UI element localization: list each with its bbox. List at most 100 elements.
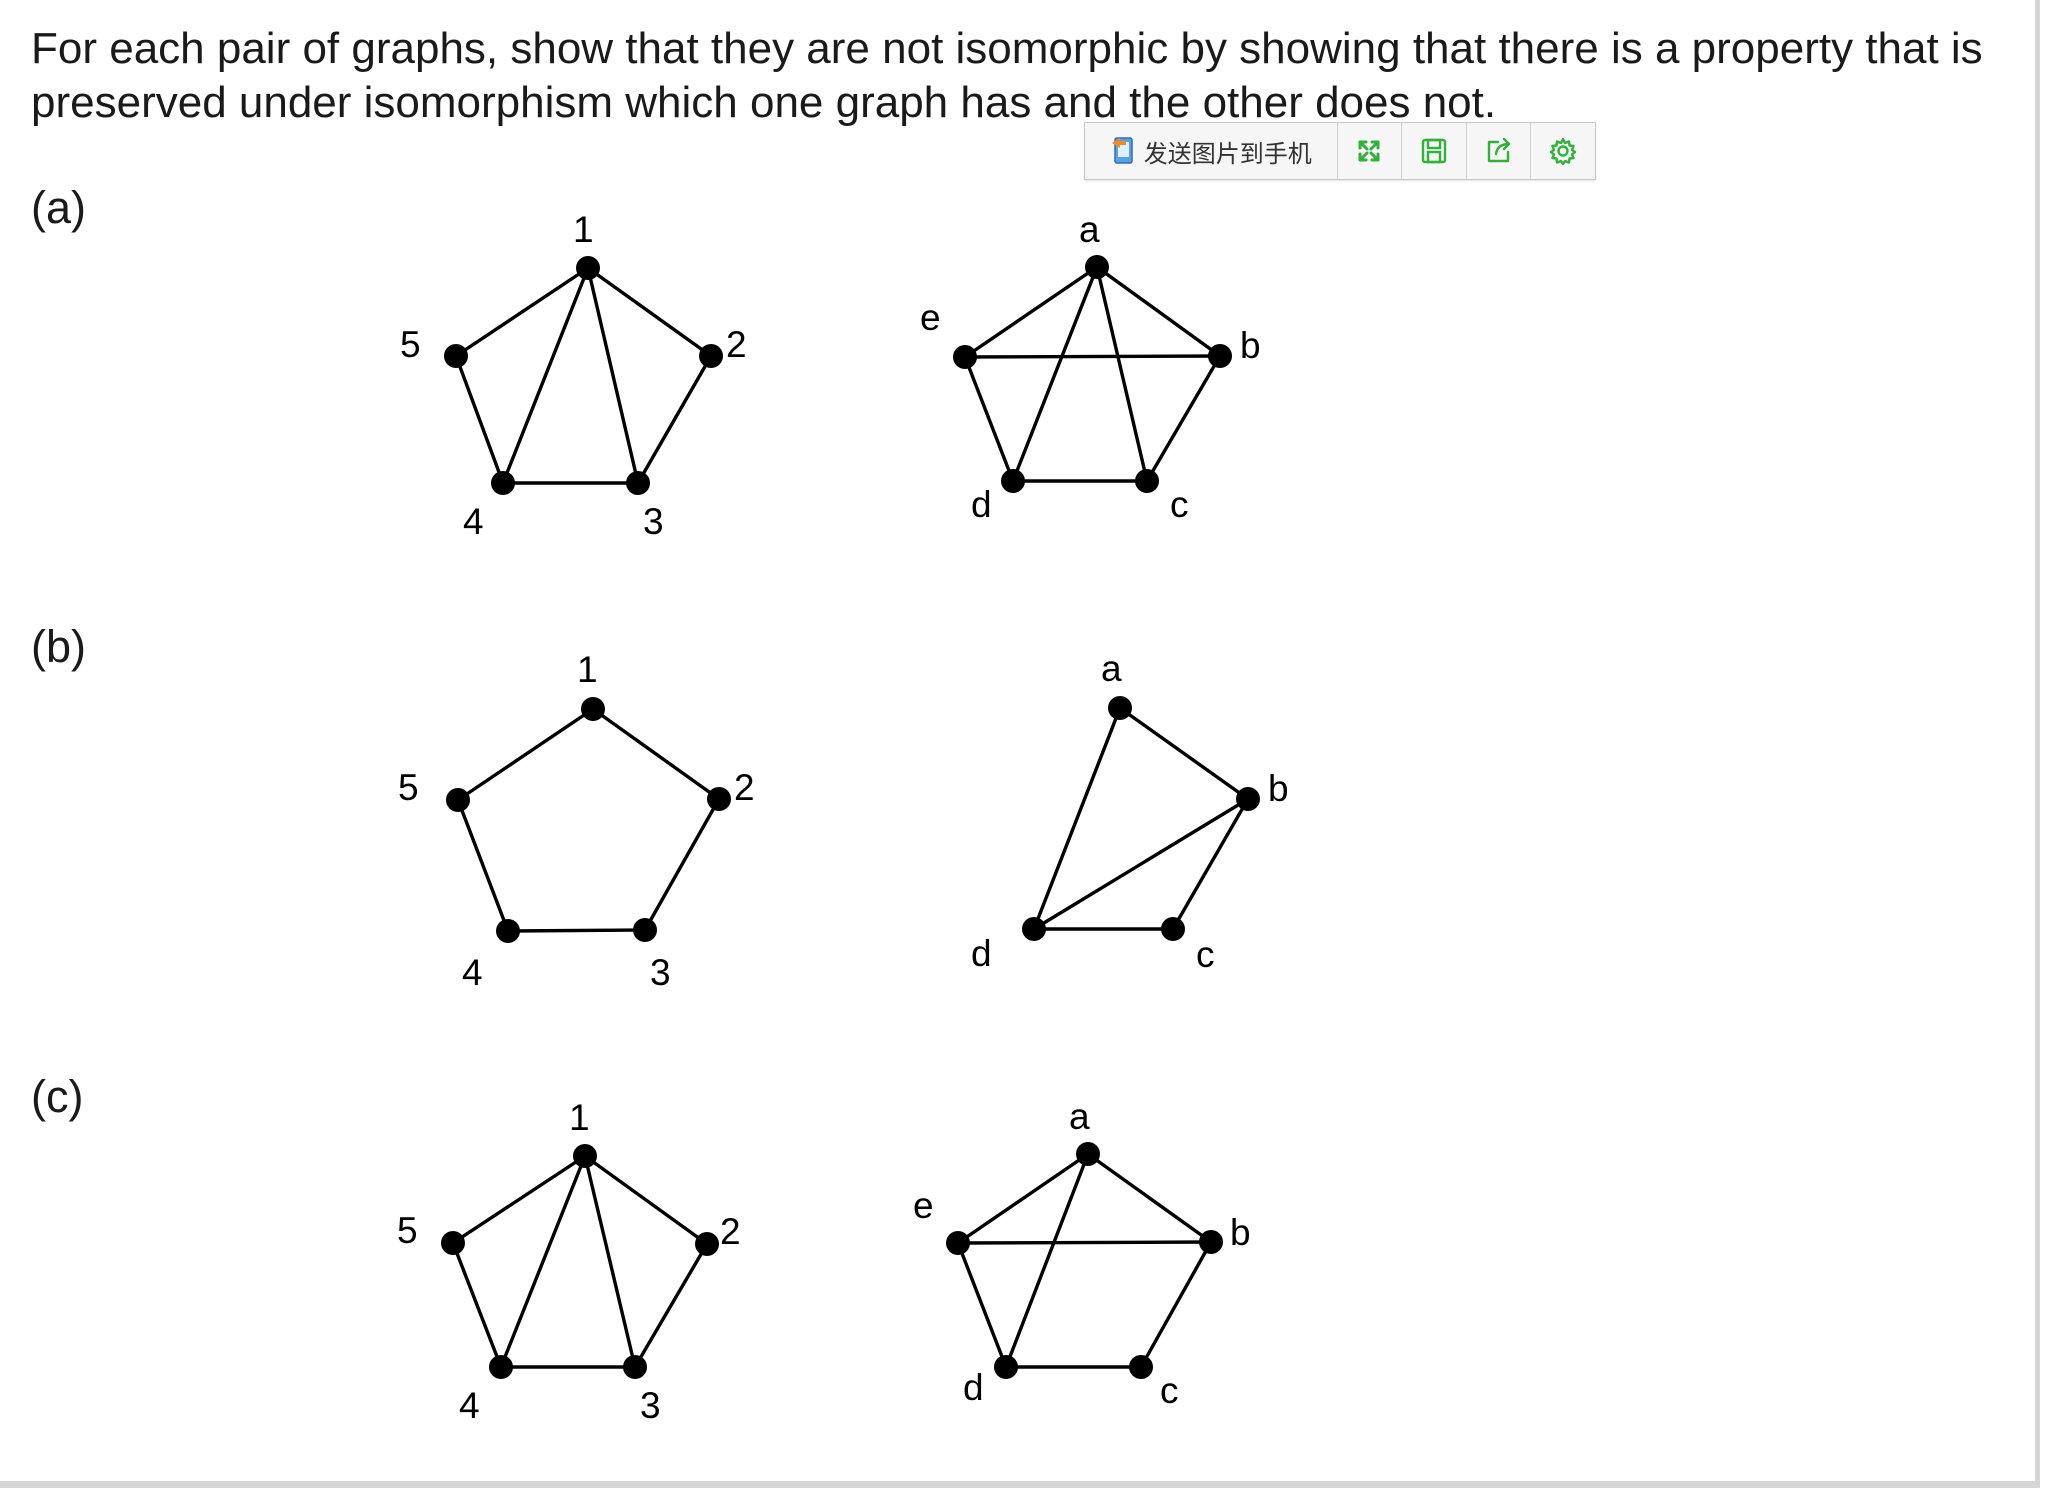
vertex-label: a	[1101, 648, 1122, 689]
edge	[452, 1154, 586, 1245]
vertex	[633, 918, 657, 942]
vertex	[953, 345, 977, 369]
send-to-phone-button[interactable]: 发送图片到手机	[1085, 123, 1338, 179]
edge	[501, 267, 590, 484]
vertex-label: a	[1069, 1096, 1090, 1137]
edge	[956, 1242, 1008, 1368]
vertex	[1161, 917, 1185, 941]
vertex	[1076, 1142, 1100, 1166]
edge	[1096, 265, 1221, 358]
vertex-label: e	[920, 297, 941, 338]
vertex-label: 4	[462, 952, 483, 993]
edge	[964, 354, 1221, 359]
vertex	[1208, 344, 1232, 368]
vertex-label: 1	[569, 1097, 590, 1138]
edge	[587, 266, 712, 358]
vertex	[994, 1355, 1018, 1379]
gear-icon	[1548, 136, 1578, 166]
vertex	[491, 471, 515, 495]
edge	[507, 928, 646, 933]
vertex	[489, 1355, 513, 1379]
graph-c-right: a b c d e	[913, 1096, 1251, 1411]
vertex	[573, 1144, 597, 1168]
graph-b-right: a b c d	[971, 648, 1289, 975]
edge	[451, 1242, 503, 1368]
share-button[interactable]	[1467, 123, 1532, 179]
vertex	[446, 788, 470, 812]
vertex-label: b	[1230, 1212, 1251, 1253]
edge	[1119, 706, 1249, 801]
vertex-label: d	[963, 1367, 984, 1408]
vertex-label: a	[1079, 209, 1100, 250]
phone-send-icon	[1110, 133, 1136, 170]
vertex	[946, 1231, 970, 1255]
vertex-label: 2	[720, 1211, 741, 1252]
vertex	[581, 697, 605, 721]
edge	[584, 1154, 708, 1246]
graph-a-right: a b c d e	[920, 209, 1261, 525]
vertex	[1199, 1230, 1223, 1254]
vertex-label: 2	[726, 324, 747, 365]
edge	[1032, 707, 1122, 930]
vertex	[1129, 1355, 1153, 1379]
expand-icon	[1355, 137, 1383, 165]
vertex	[1135, 469, 1159, 493]
edge	[1011, 266, 1099, 482]
vertex-label: d	[971, 933, 992, 974]
part-b-label: (b)	[31, 621, 86, 672]
edge	[1139, 1241, 1213, 1368]
vertex-label: 4	[459, 1385, 480, 1426]
part-a-label: (a)	[31, 182, 86, 233]
send-to-phone-label: 发送图片到手机	[1143, 139, 1312, 168]
edge	[499, 1155, 587, 1368]
edge	[1004, 1153, 1090, 1368]
vertex-label: 5	[398, 767, 419, 808]
vertex-label: 3	[643, 501, 664, 542]
vertex-label: 4	[463, 501, 484, 542]
graph-b-left: 1 2 3 4 5	[398, 649, 755, 993]
vertex-label: b	[1240, 325, 1261, 366]
edge	[592, 707, 720, 801]
problem-statement: For each pair of graphs, show that they …	[31, 24, 1983, 127]
vertex	[1236, 787, 1260, 811]
vertex	[576, 256, 600, 280]
edge	[457, 707, 594, 802]
vertex-label: 1	[573, 209, 594, 250]
vertex	[444, 344, 468, 368]
vertex	[441, 1231, 465, 1255]
vertex	[496, 919, 520, 943]
save-icon	[1419, 136, 1449, 166]
edge	[643, 798, 721, 931]
edge	[455, 266, 589, 358]
vertex-label: 3	[640, 1385, 661, 1426]
vertex-label: 3	[650, 952, 671, 993]
edge	[1033, 797, 1249, 931]
edge	[454, 355, 505, 484]
vertex	[695, 1232, 719, 1256]
edge	[957, 1152, 1089, 1245]
vertex-label: c	[1170, 484, 1189, 525]
vertex-label: e	[913, 1185, 934, 1226]
vertex	[1022, 917, 1046, 941]
vertex	[1108, 696, 1132, 720]
settings-button[interactable]	[1531, 123, 1595, 179]
vertex	[1085, 255, 1109, 279]
edge	[586, 267, 640, 484]
image-toolbar: 发送图片到手机	[1084, 122, 1596, 180]
save-button[interactable]	[1402, 123, 1467, 179]
edge	[583, 1155, 637, 1368]
edge	[963, 356, 1015, 482]
vertex-label: 5	[400, 324, 421, 365]
vertex	[626, 471, 650, 495]
vertex-label: 1	[577, 649, 598, 690]
edge	[636, 355, 713, 484]
edge	[964, 265, 1098, 359]
edge	[1095, 266, 1149, 482]
fullscreen-button[interactable]	[1338, 123, 1403, 179]
vertex-label: 2	[734, 767, 755, 808]
part-c-label: (c)	[31, 1071, 84, 1122]
graph-a-left: 1 2 3 4 5	[400, 209, 747, 542]
edge	[1087, 1152, 1212, 1244]
vertex	[707, 787, 731, 811]
